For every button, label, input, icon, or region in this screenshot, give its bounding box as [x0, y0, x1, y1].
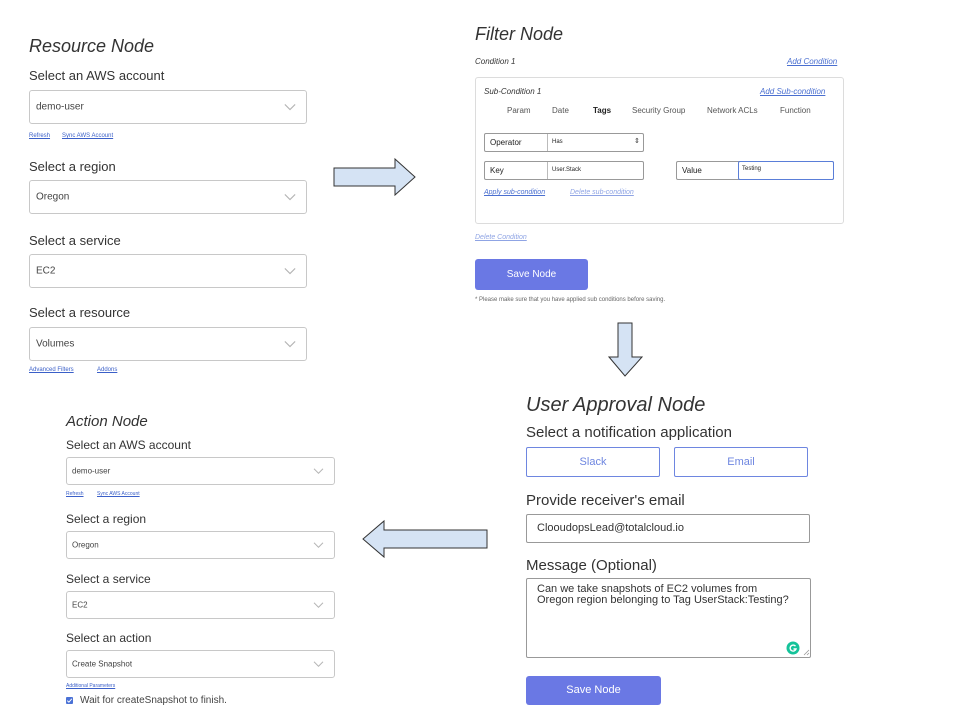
- key-input[interactable]: User.Stack: [552, 167, 582, 173]
- action-sync-account-link[interactable]: Sync AWS Account: [97, 491, 140, 497]
- resource-select[interactable]: Volumes: [29, 327, 307, 361]
- grammarly-icon[interactable]: [786, 641, 800, 655]
- email-button[interactable]: Email: [674, 447, 808, 477]
- chevron-down-icon: [313, 602, 324, 608]
- value-row: Value Testing: [676, 161, 834, 180]
- region-value: Oregon: [36, 191, 70, 203]
- key-row: Key User.Stack: [484, 161, 644, 180]
- action-select[interactable]: Create Snapshot: [66, 650, 335, 678]
- action-account-value: demo-user: [72, 466, 111, 476]
- notification-label: Select a notification application: [526, 424, 732, 441]
- advanced-filters-link[interactable]: Advanced Filters: [29, 367, 74, 373]
- action-refresh-link[interactable]: Refresh: [66, 491, 84, 497]
- receiver-label: Provide receiver's email: [526, 492, 685, 509]
- chevron-down-icon: [284, 341, 296, 348]
- delete-sub-condition-link[interactable]: Delete sub-condition: [570, 189, 634, 196]
- resource-label: Select a resource: [29, 305, 131, 320]
- slack-button[interactable]: Slack: [526, 447, 660, 477]
- chevron-down-icon: [284, 268, 296, 275]
- action-region-label: Select a region: [66, 512, 147, 526]
- action-account-label: Select an AWS account: [66, 438, 191, 452]
- divider: [547, 162, 548, 179]
- action-service-select[interactable]: EC2: [66, 591, 335, 619]
- value-input[interactable]: Testing: [738, 161, 834, 180]
- action-node-title: Action Node: [66, 413, 148, 430]
- tab-function[interactable]: Function: [780, 106, 811, 115]
- account-label: Select an AWS account: [29, 68, 165, 83]
- region-label: Select a region: [29, 159, 116, 174]
- action-account-select[interactable]: demo-user: [66, 457, 335, 485]
- updown-select-icon[interactable]: ⇕: [634, 138, 640, 145]
- receiver-email-value: ClooudopsLead@totalcloud.io: [537, 522, 684, 534]
- tab-network-acls[interactable]: Network ACLs: [707, 106, 758, 115]
- filter-node-title: Filter Node: [475, 24, 564, 44]
- value-input-text: Testing: [742, 166, 762, 172]
- action-service-label: Select a service: [66, 572, 151, 586]
- action-service-value: EC2: [72, 600, 88, 610]
- action-region-value: Oregon: [72, 540, 99, 550]
- action-region-select[interactable]: Oregon: [66, 531, 335, 559]
- refresh-link[interactable]: Refresh: [29, 133, 51, 139]
- condition-card: [475, 77, 844, 224]
- condition-label: Condition 1: [475, 57, 516, 66]
- sync-account-link[interactable]: Sync AWS Account: [62, 133, 114, 139]
- value-label: Value: [682, 166, 702, 175]
- operator-value[interactable]: Has: [552, 139, 563, 145]
- divider: [547, 134, 548, 151]
- wait-label: Wait for createSnapshot to finish.: [80, 695, 227, 706]
- tab-tags[interactable]: Tags: [593, 106, 612, 115]
- message-textarea[interactable]: Can we take snapshots of EC2 volumes fro…: [526, 578, 811, 658]
- addons-link[interactable]: Addons: [97, 367, 118, 373]
- approval-node-title: User Approval Node: [526, 394, 706, 416]
- tab-security-group[interactable]: Security Group: [632, 106, 686, 115]
- arrow-left-icon: [362, 519, 488, 559]
- service-value: EC2: [36, 265, 56, 277]
- tab-param[interactable]: Param: [507, 106, 531, 115]
- apply-sub-condition-link[interactable]: Apply sub-condition: [484, 189, 546, 196]
- region-select[interactable]: Oregon: [29, 180, 307, 214]
- sub-condition-label: Sub-Condition 1: [484, 87, 542, 96]
- chevron-down-icon: [313, 468, 324, 474]
- resize-handle-icon[interactable]: [803, 649, 810, 656]
- filter-save-button[interactable]: Save Node: [475, 259, 588, 290]
- operator-row: Operator Has ⇕: [484, 133, 644, 152]
- arrow-down-icon: [608, 322, 644, 377]
- checkbox-icon: [66, 698, 73, 703]
- message-label: Message (Optional): [526, 557, 657, 574]
- service-label: Select a service: [29, 233, 121, 248]
- action-value: Create Snapshot: [72, 659, 133, 669]
- operator-label: Operator: [490, 138, 522, 147]
- key-label: Key: [490, 166, 504, 175]
- delete-condition-link[interactable]: Delete Condition: [475, 234, 527, 241]
- additional-parameters-link[interactable]: Additional Parameters: [66, 683, 116, 689]
- arrow-right-icon: [333, 157, 416, 197]
- message-value: Can we take snapshots of EC2 volumes fro…: [537, 583, 789, 606]
- tab-date[interactable]: Date: [552, 106, 569, 115]
- chevron-down-icon: [284, 194, 296, 201]
- receiver-email-input[interactable]: ClooudopsLead@totalcloud.io: [526, 514, 810, 543]
- save-note: * Please make sure that you have applied…: [475, 297, 666, 303]
- add-sub-condition-link[interactable]: Add Sub-condition: [760, 87, 826, 96]
- wait-checkbox[interactable]: [66, 697, 73, 704]
- chevron-down-icon: [313, 542, 324, 548]
- approval-save-button[interactable]: Save Node: [526, 676, 661, 705]
- account-value: demo-user: [36, 101, 84, 113]
- account-select[interactable]: demo-user: [29, 90, 307, 124]
- chevron-down-icon: [313, 661, 324, 667]
- resource-value: Volumes: [36, 338, 75, 350]
- action-label: Select an action: [66, 631, 152, 645]
- resource-node-title: Resource Node: [29, 36, 155, 56]
- service-select[interactable]: EC2: [29, 254, 307, 288]
- chevron-down-icon: [284, 104, 296, 111]
- add-condition-link[interactable]: Add Condition: [787, 57, 838, 66]
